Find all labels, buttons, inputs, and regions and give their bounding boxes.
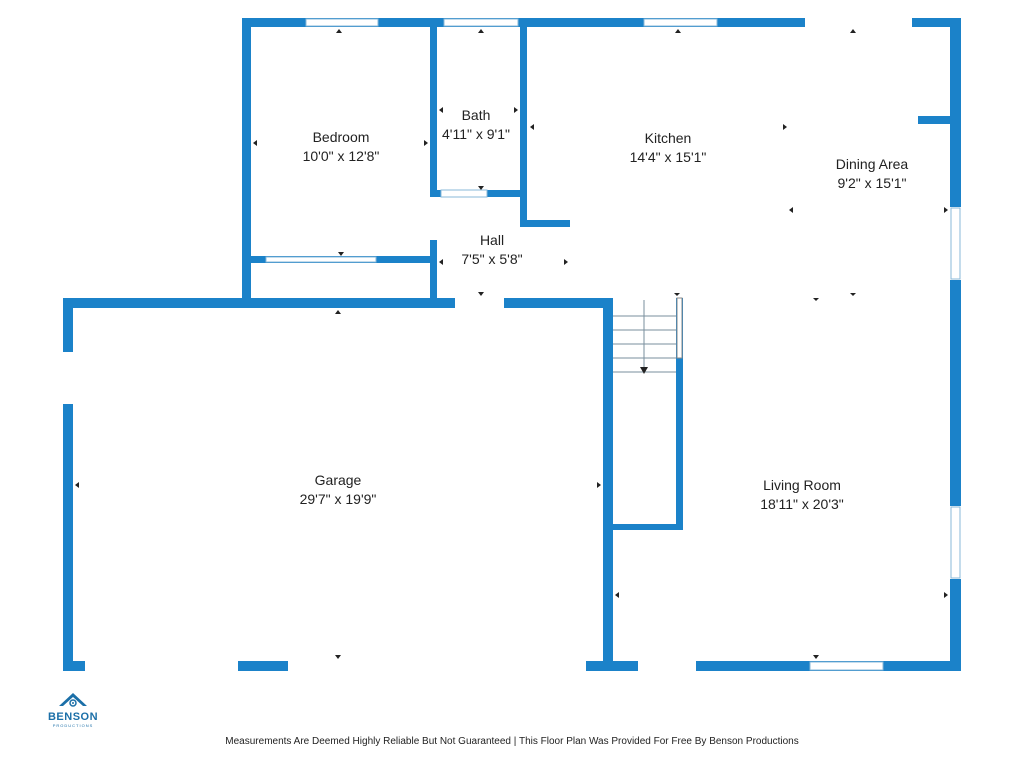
bath-right-wall	[520, 27, 527, 197]
bedroom-name: Bedroom	[313, 129, 370, 145]
living-name: Living Room	[763, 477, 841, 493]
hall-garage-opening	[455, 296, 504, 310]
logo-name: BENSON	[47, 711, 99, 723]
bath-size: 4'11" x 9'1"	[442, 126, 510, 142]
logo-subtitle: PRODUCTIONS	[52, 723, 94, 728]
openings	[60, 15, 964, 673]
bedroom-left-wall	[242, 18, 251, 308]
walls	[63, 18, 961, 671]
bedroom-window	[305, 18, 379, 27]
dimension-ticks	[75, 29, 948, 659]
kitchen-window	[643, 18, 718, 27]
bath-name: Bath	[462, 107, 491, 123]
closet-bottom-wall	[613, 524, 683, 530]
garage-top-wall	[63, 298, 612, 308]
room-labels: Bedroom 10'0" x 12'8" Bath 4'11" x 9'1" …	[300, 107, 909, 512]
bath-door-frame	[440, 189, 488, 198]
garage-living-wall	[603, 298, 613, 671]
garage-size: 29'7" x 19'9"	[300, 491, 377, 507]
top-wall-right	[912, 18, 961, 27]
living-bottom-opening	[638, 659, 696, 673]
closet-right-wall	[676, 298, 683, 530]
living-size: 18'11" x 20'3"	[760, 496, 844, 512]
dining-size: 9'2" x 15'1"	[838, 175, 907, 191]
house-icon	[59, 693, 87, 707]
garage-door-right	[288, 659, 586, 673]
garage-name: Garage	[315, 472, 362, 488]
kitchen-size: 14'4" x 15'1"	[630, 149, 707, 165]
kitchen-stub-wall	[520, 220, 570, 227]
right-wall	[950, 18, 961, 671]
top-opening	[805, 15, 912, 30]
footer-disclaimer: Measurements Are Deemed Highly Reliable …	[225, 736, 799, 747]
bath-window	[443, 18, 519, 27]
stair-arrow-icon	[640, 367, 648, 374]
kitchen-name: Kitchen	[645, 130, 692, 146]
bedroom-size: 10'0" x 12'8"	[303, 148, 380, 164]
living-window	[950, 506, 961, 579]
benson-logo: BENSON PRODUCTIONS	[38, 692, 108, 728]
garage-left-opening	[60, 352, 76, 404]
living-bottom-window	[809, 661, 884, 671]
stairs	[613, 297, 683, 373]
windows	[265, 18, 961, 671]
dining-notch-wall	[918, 116, 951, 124]
bedroom-closet-frame	[265, 256, 377, 263]
bedroom-bath-wall	[430, 27, 437, 197]
hall-left-wall	[430, 240, 437, 308]
hall-size: 7'5" x 5'8"	[461, 251, 522, 267]
garage-left-wall	[63, 298, 73, 671]
dining-name: Dining Area	[836, 156, 909, 172]
garage-door-left	[85, 659, 238, 673]
dining-window	[950, 207, 961, 280]
hall-name: Hall	[480, 232, 504, 248]
top-wall	[242, 18, 805, 27]
kitchen-stub-vertical	[520, 197, 527, 227]
